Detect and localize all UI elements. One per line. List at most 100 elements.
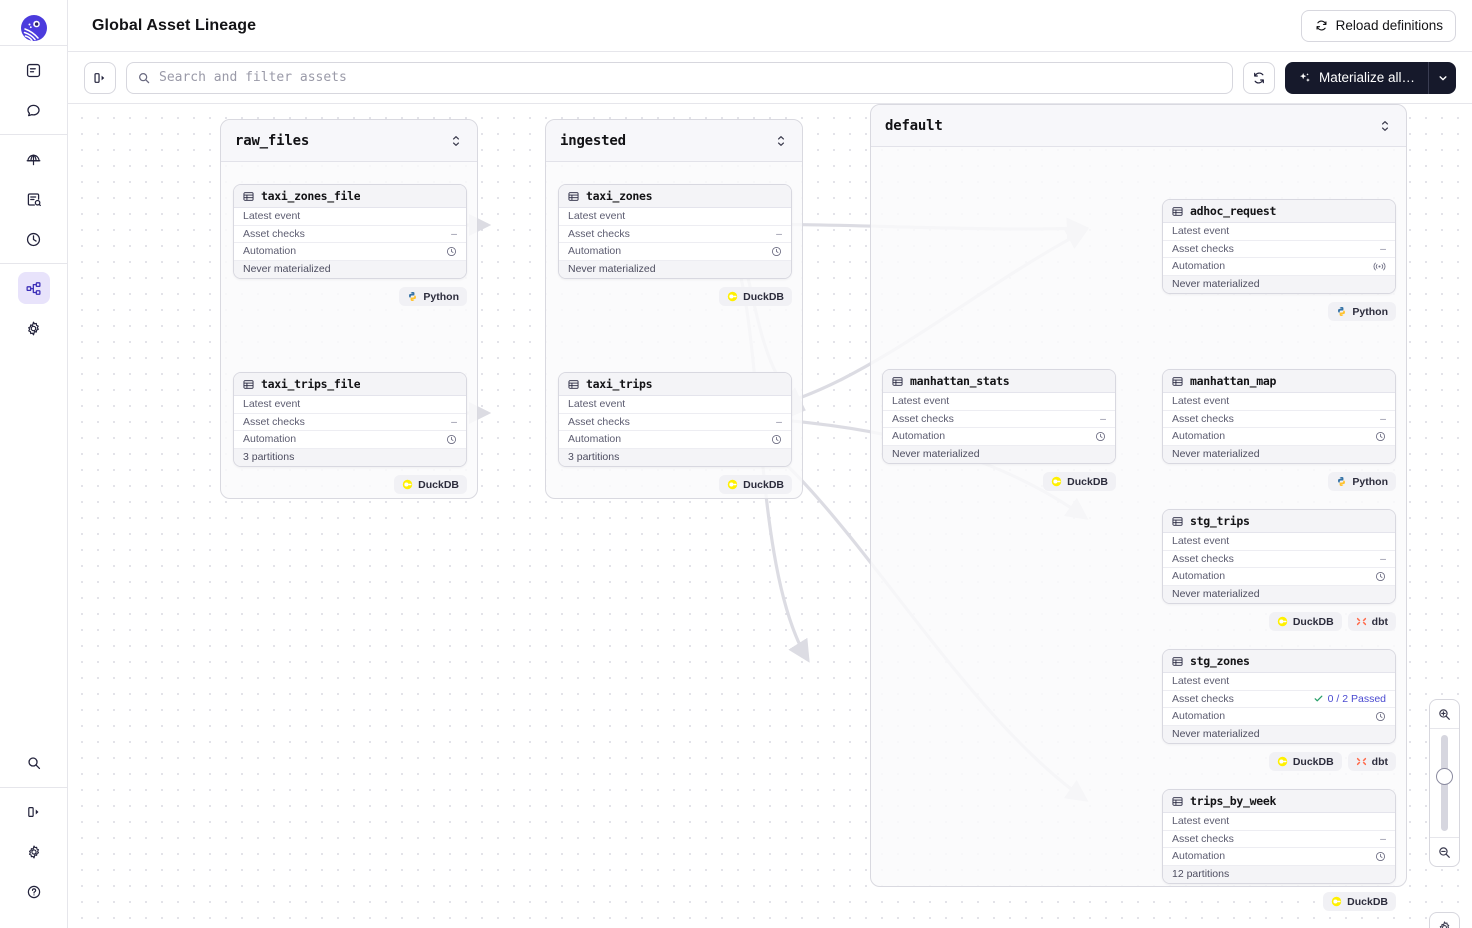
tag-python[interactable]: Python	[399, 287, 467, 306]
tag-label: dbt	[1371, 615, 1388, 628]
group-body: taxi_zones_file Latest event Asset check…	[221, 162, 477, 498]
tag-duckdb[interactable]: DuckDB	[1043, 472, 1116, 491]
tag-label: Python	[1352, 475, 1388, 488]
asset-group-raw-files[interactable]: raw_files	[220, 119, 478, 499]
rail-group-mid	[0, 135, 67, 263]
asset-card[interactable]: stg_zones Latest event Asset checks	[1162, 649, 1396, 744]
asset-row-latest-event: Latest event	[1163, 813, 1395, 831]
asset-name: stg_zones	[1190, 654, 1250, 668]
tag-duckdb[interactable]: DuckDB	[719, 475, 792, 494]
row-label: Automation	[1172, 260, 1226, 273]
asset-tags: DuckDB	[233, 475, 467, 494]
materialize-options-button[interactable]	[1428, 61, 1456, 94]
zoom-in-icon[interactable]	[1430, 700, 1459, 728]
clock-icon	[446, 434, 457, 445]
asset-node-stg-trips[interactable]: stg_trips Latest event Asset checks –	[1162, 509, 1396, 631]
asset-node-taxi-trips-file[interactable]: taxi_trips_file Latest event Asset check…	[233, 372, 467, 494]
clock-icon	[771, 246, 782, 257]
asset-card[interactable]: taxi_trips_file Latest event Asset check…	[233, 372, 467, 467]
zoom-controls[interactable]	[1429, 699, 1460, 867]
row-label: Asset checks	[1172, 832, 1234, 845]
lineage-canvas[interactable]: raw_files	[68, 104, 1472, 928]
asset-card[interactable]: manhattan_stats Latest event Asset check…	[882, 369, 1116, 464]
tag-duckdb[interactable]: DuckDB	[1268, 612, 1342, 631]
collapse-vertical-icon[interactable]	[1376, 117, 1394, 135]
search-input[interactable]	[159, 70, 1222, 85]
dagster-logo[interactable]	[17, 11, 51, 45]
tag-duckdb[interactable]: DuckDB	[1268, 752, 1342, 771]
asset-group-default[interactable]: default	[870, 104, 1407, 911]
asset-row-asset-checks: Asset checks –	[883, 411, 1115, 428]
asset-row-automation: Automation	[234, 243, 466, 261]
sidebar-item-deployment[interactable]	[18, 143, 50, 175]
row-label: Asset checks	[1172, 242, 1234, 255]
asset-group-ingested[interactable]: ingested	[545, 119, 803, 499]
asset-node-stg-zones[interactable]: stg_zones Latest event Asset checks	[1162, 649, 1396, 771]
sidebar-item-schedules[interactable]	[18, 223, 50, 255]
asset-node-taxi-zones[interactable]: taxi_zones Latest event Asset checks –	[558, 184, 792, 306]
asset-card[interactable]: manhattan_map Latest event Asset checks …	[1162, 369, 1396, 464]
sidebar-item-assets[interactable]	[17, 272, 50, 304]
asset-row-automation: Automation	[559, 243, 791, 261]
row-value	[1375, 851, 1386, 862]
row-label: Automation	[568, 245, 622, 258]
asset-card[interactable]: taxi_trips Latest event Asset checks –	[558, 372, 792, 467]
asset-card[interactable]: stg_trips Latest event Asset checks –	[1162, 509, 1396, 604]
search-bar[interactable]	[126, 61, 1233, 94]
materialize-all-button[interactable]: Materialize all…	[1284, 61, 1428, 94]
sidebar-search[interactable]	[18, 747, 50, 779]
graph-settings-button[interactable]	[1429, 912, 1460, 928]
asset-card[interactable]: taxi_zones_file Latest event Asset check…	[233, 184, 467, 279]
asset-node-manhattan-map[interactable]: manhattan_map Latest event Asset checks …	[1162, 369, 1396, 491]
sidebar-item-settings[interactable]	[18, 312, 50, 344]
duckdb-icon	[1277, 616, 1288, 627]
sidebar-help[interactable]	[18, 876, 50, 908]
collapse-vertical-icon[interactable]	[772, 132, 790, 150]
group-body: adhoc_request Latest event Asset checks …	[871, 147, 1406, 911]
tag-dbt[interactable]: dbt	[1347, 752, 1396, 771]
sidebar-item-overview[interactable]	[18, 54, 50, 86]
sidebar-expand[interactable]	[18, 796, 50, 828]
zoom-out-icon[interactable]	[1430, 838, 1459, 866]
sidebar-settings[interactable]	[18, 836, 50, 868]
row-label: Asset checks	[1172, 412, 1234, 425]
asset-node-taxi-trips[interactable]: taxi_trips Latest event Asset checks –	[558, 372, 792, 494]
sidebar-item-chat[interactable]	[18, 94, 50, 126]
asset-node-adhoc-request[interactable]: adhoc_request Latest event Asset checks …	[1162, 199, 1396, 321]
reload-definitions-button[interactable]: Reload definitions	[1300, 9, 1456, 42]
collapse-vertical-icon[interactable]	[447, 132, 465, 150]
asset-card[interactable]: trips_by_week Latest event Asset checks …	[1162, 789, 1396, 884]
asset-card[interactable]: adhoc_request Latest event Asset checks …	[1162, 199, 1396, 294]
asset-row-asset-checks[interactable]: Asset checks 0 / 2 Passed	[1163, 691, 1395, 708]
asset-card[interactable]: taxi_zones Latest event Asset checks –	[558, 184, 792, 279]
row-label: Automation	[243, 245, 297, 258]
left-rail	[0, 0, 68, 928]
asset-tags: DuckDB	[558, 287, 792, 306]
row-label: Latest event	[243, 398, 301, 411]
asset-row-automation: Automation	[883, 428, 1115, 446]
asset-row-latest-event: Latest event	[1163, 223, 1395, 241]
search-icon	[137, 71, 151, 85]
row-label: Asset checks	[568, 227, 630, 240]
reload-definitions-label: Reload definitions	[1335, 18, 1443, 33]
tag-duckdb[interactable]: DuckDB	[1323, 892, 1396, 911]
sidebar-item-runs[interactable]	[18, 183, 50, 215]
tag-duckdb[interactable]: DuckDB	[719, 287, 792, 306]
tag-python[interactable]: Python	[1328, 472, 1396, 491]
tag-dbt[interactable]: dbt	[1347, 612, 1396, 631]
asset-tags: DuckDB	[1162, 892, 1396, 911]
asset-status: Never materialized	[883, 445, 1115, 463]
tag-python[interactable]: Python	[1328, 302, 1396, 321]
panel-toggle-icon[interactable]	[84, 61, 116, 94]
table-icon	[243, 191, 254, 202]
zoom-slider-thumb[interactable]	[1436, 768, 1453, 785]
asset-node-taxi-zones-file[interactable]: taxi_zones_file Latest event Asset check…	[233, 184, 467, 306]
asset-node-trips-by-week[interactable]: trips_by_week Latest event Asset checks …	[1162, 789, 1396, 911]
refresh-icon[interactable]	[1242, 61, 1275, 94]
zoom-slider[interactable]	[1430, 728, 1459, 838]
row-label: Asset checks	[892, 412, 954, 425]
python-icon	[1336, 476, 1347, 487]
table-icon	[1172, 516, 1183, 527]
tag-duckdb[interactable]: DuckDB	[394, 475, 467, 494]
asset-node-manhattan-stats[interactable]: manhattan_stats Latest event Asset check…	[882, 369, 1116, 491]
